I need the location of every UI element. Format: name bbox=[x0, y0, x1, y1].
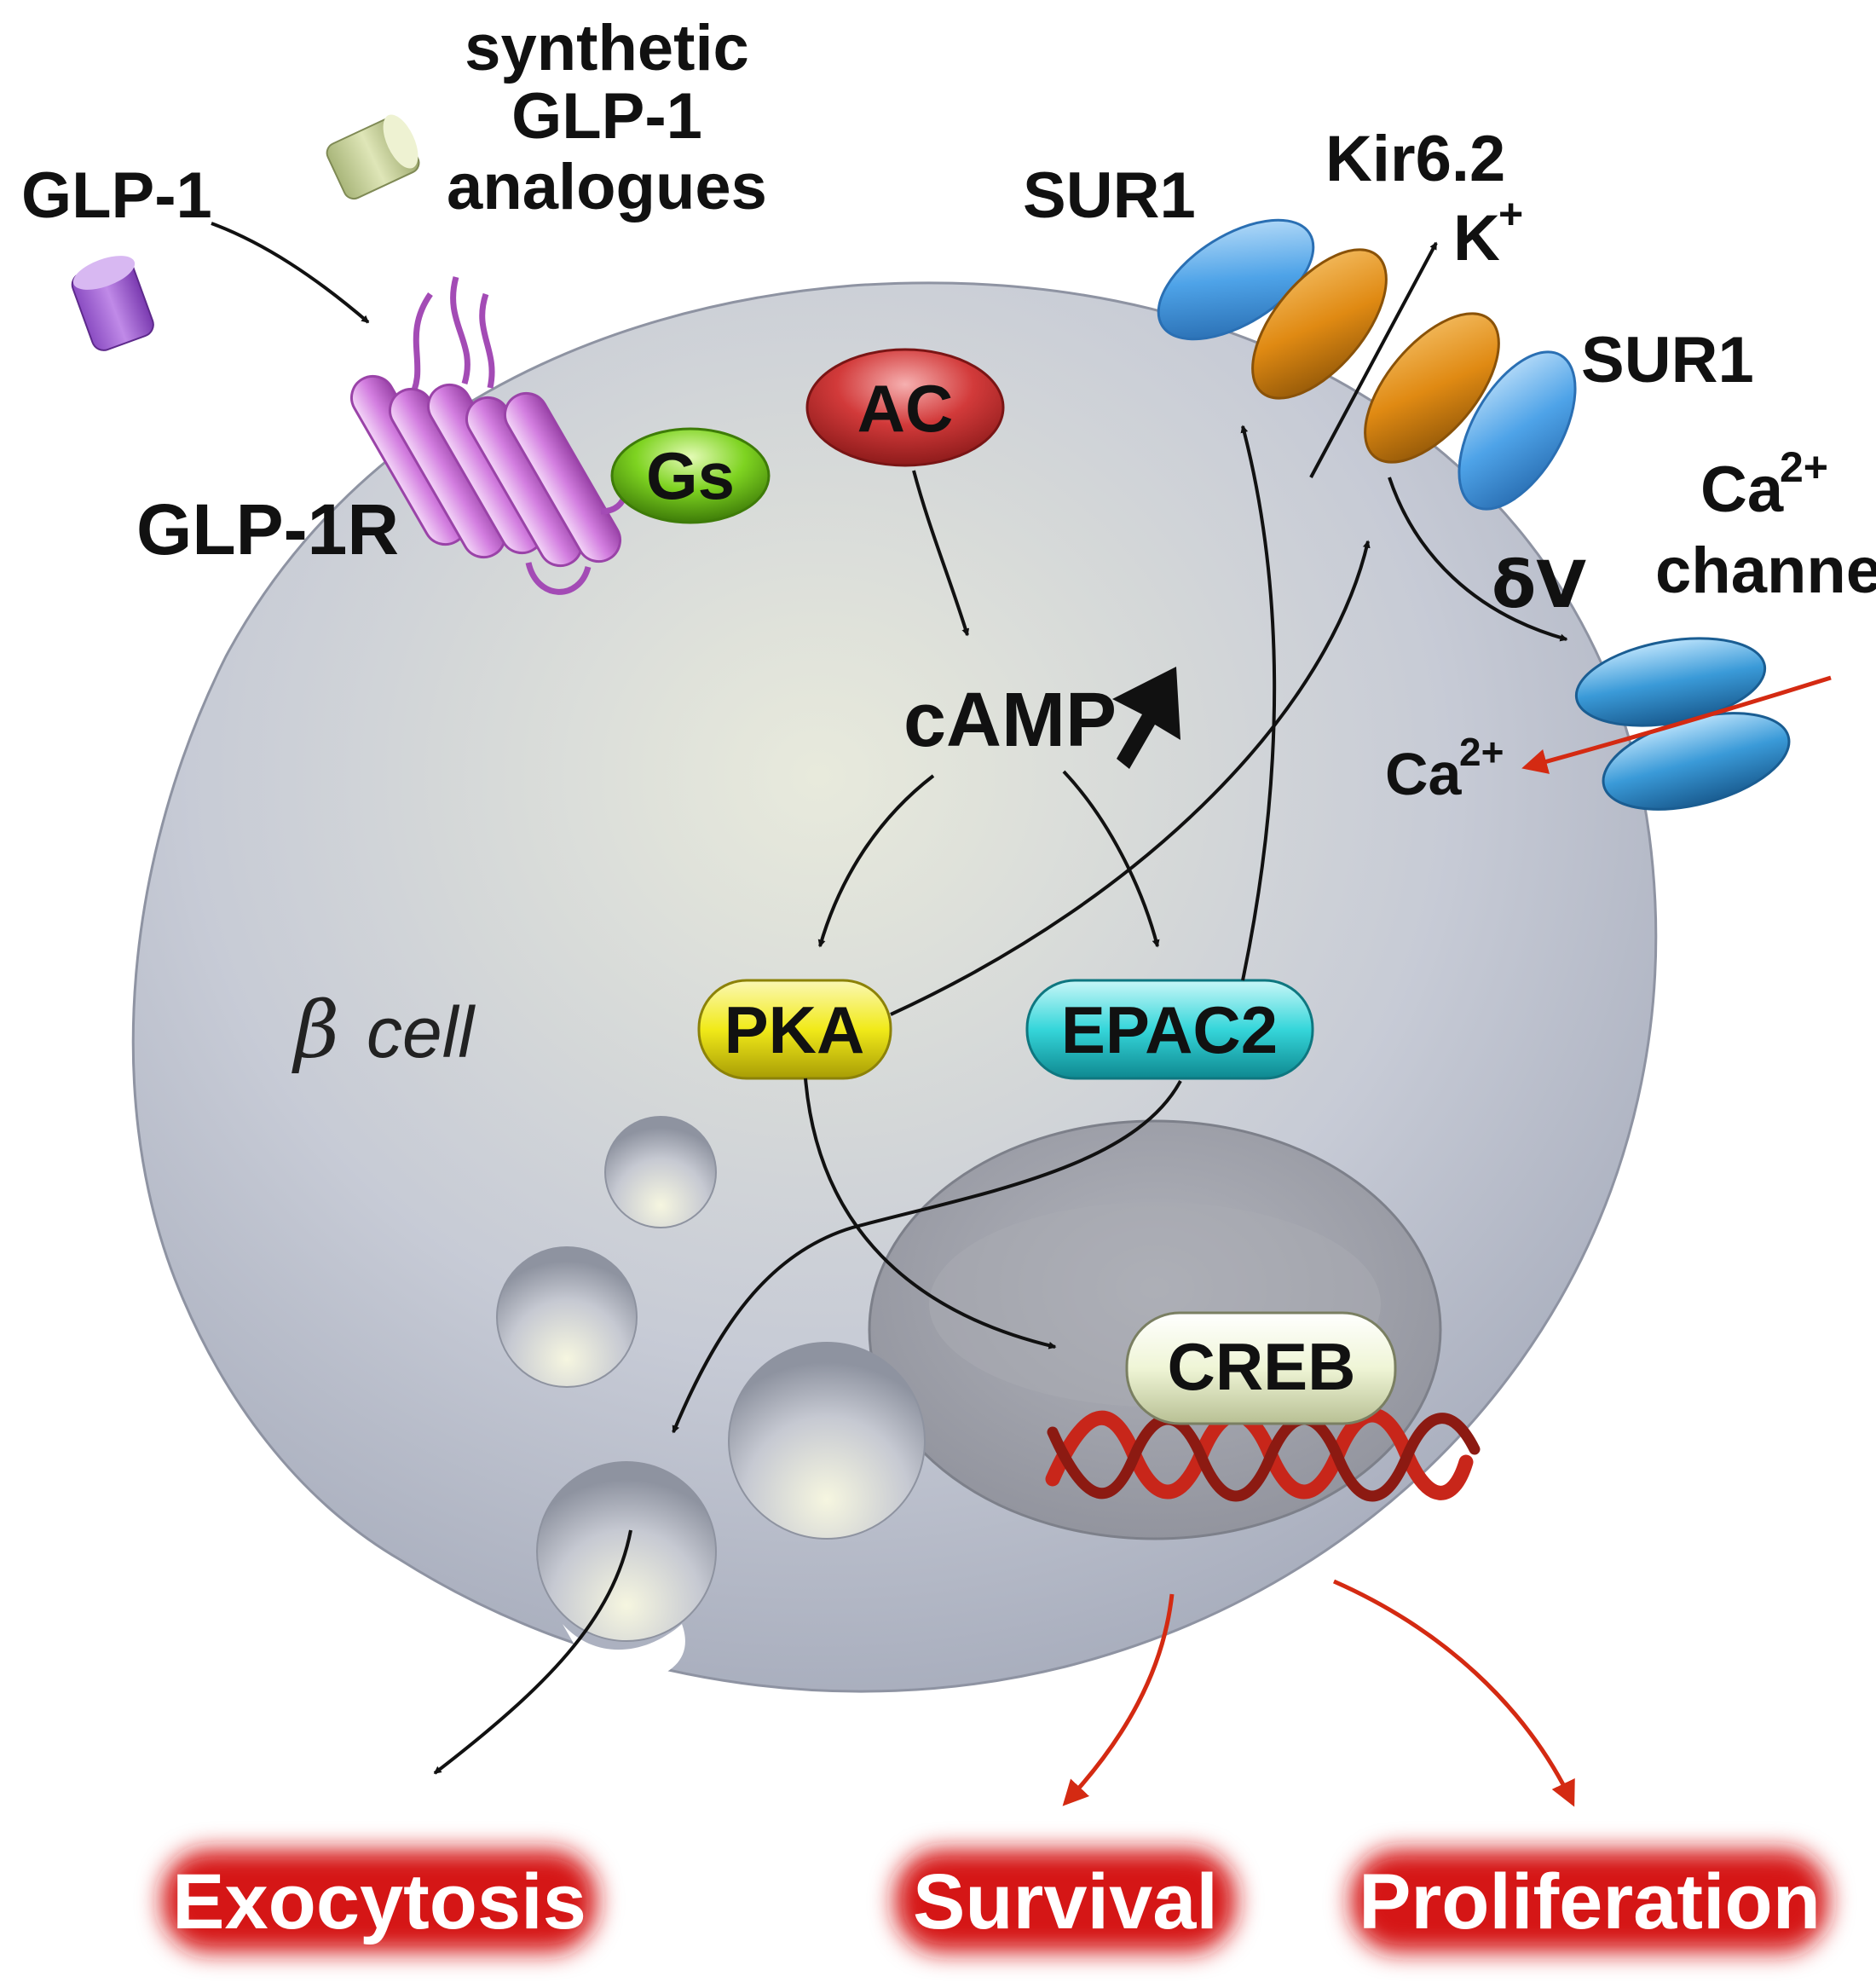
ca-channel-superscript: 2+ bbox=[1780, 443, 1828, 491]
ca-channel-base: Ca bbox=[1700, 454, 1784, 526]
sur1-subunit-left bbox=[1157, 218, 1315, 341]
proliferation-label: Proliferation bbox=[1359, 1858, 1821, 1945]
creb-node bbox=[1125, 1311, 1397, 1425]
outcome-survival: Survival bbox=[895, 1850, 1236, 1952]
k-ion-label: K + bbox=[1453, 190, 1523, 275]
outcome-exocytosis: Exocytosis bbox=[162, 1850, 597, 1952]
arrow-pka-to-katp bbox=[890, 540, 1371, 1016]
kir62-subunit-left bbox=[1251, 248, 1388, 400]
ca-channel-word: channel bbox=[1655, 535, 1876, 607]
delta-v-label: δV bbox=[1492, 546, 1586, 622]
tm-helix bbox=[504, 391, 621, 563]
arrow-epac2-to-katp bbox=[1240, 425, 1277, 981]
gs-label: Gs bbox=[646, 438, 735, 513]
camp-label: cAMP bbox=[903, 678, 1117, 763]
glp1-receptor bbox=[350, 276, 628, 595]
beta-symbol: β bbox=[292, 985, 339, 1076]
ca-channel-label: Ca 2+ channel bbox=[1655, 443, 1876, 607]
adenylyl-cyclase bbox=[805, 348, 1005, 467]
arrow-vesicle-to-exocytosis bbox=[433, 1529, 632, 1775]
arrow-epac2-to-vesicle bbox=[672, 1080, 1182, 1434]
survival-label: Survival bbox=[913, 1858, 1218, 1945]
ca-ion-label: Ca 2+ bbox=[1385, 730, 1504, 807]
arrow-to-survival bbox=[1062, 1593, 1175, 1806]
arrow-pka-to-creb bbox=[804, 1078, 1057, 1349]
vesicle bbox=[496, 1246, 638, 1388]
k-efflux-line bbox=[1309, 241, 1438, 478]
synthetic-line3: analogues bbox=[447, 151, 767, 223]
k-base: K bbox=[1453, 202, 1500, 275]
arrow-katp-to-ca-channel bbox=[1388, 477, 1568, 642]
beta-cell-label: β cell bbox=[292, 985, 476, 1076]
synthetic-analogues-label: synthetic GLP-1 analogues bbox=[447, 12, 767, 223]
vesicle bbox=[604, 1116, 717, 1228]
dna-helix bbox=[1045, 1407, 1481, 1502]
arrow-glp1-to-receptor bbox=[211, 222, 370, 324]
outcome-proliferation: Proliferation bbox=[1351, 1850, 1828, 1952]
creb-label: CREB bbox=[1167, 1329, 1355, 1404]
katp-channel bbox=[1157, 218, 1577, 511]
synthetic-line1: synthetic bbox=[465, 12, 749, 84]
ca-ion-superscript: 2+ bbox=[1459, 730, 1504, 774]
glp1r-label: GLP-1R bbox=[136, 489, 399, 569]
synthetic-analogue-peptide bbox=[326, 114, 420, 200]
sur1-right-label: SUR1 bbox=[1581, 324, 1754, 396]
exocytosis-label: Exocytosis bbox=[172, 1858, 586, 1945]
sur1-left-label: SUR1 bbox=[1023, 159, 1196, 232]
kir62-label: Kir6.2 bbox=[1325, 123, 1505, 195]
pka-node bbox=[697, 979, 892, 1080]
ac-label: AC bbox=[857, 371, 954, 446]
synthetic-line2: GLP-1 bbox=[511, 80, 702, 153]
sur1-subunit-right bbox=[1458, 350, 1577, 511]
arrow-camp-to-epac2 bbox=[1062, 770, 1160, 948]
arrow-to-proliferation bbox=[1332, 1579, 1575, 1807]
pka-label: PKA bbox=[724, 992, 865, 1067]
epac2-node bbox=[1025, 979, 1314, 1080]
arrow-ac-to-camp bbox=[912, 470, 970, 637]
glp1-peptide bbox=[71, 256, 154, 351]
calcium-channel bbox=[1574, 637, 1791, 811]
epac2-label: EPAC2 bbox=[1061, 992, 1278, 1067]
ca-ion-base: Ca bbox=[1385, 741, 1463, 807]
signaling-arrows bbox=[211, 222, 1568, 1775]
camp-increase-arrow bbox=[1112, 667, 1180, 769]
vesicle bbox=[728, 1342, 926, 1540]
glp1-label: GLP-1 bbox=[21, 159, 212, 232]
ca-influx-arrow bbox=[1521, 675, 1832, 774]
kir62-subunit-right bbox=[1364, 312, 1500, 464]
k-superscript: + bbox=[1498, 190, 1523, 238]
outcome-arrows bbox=[1062, 675, 1832, 1807]
exocytosis-pore bbox=[563, 1624, 685, 1685]
beta-cell-word: cell bbox=[367, 992, 476, 1072]
gs-protein bbox=[610, 427, 771, 524]
arrow-camp-to-pka bbox=[817, 774, 935, 948]
